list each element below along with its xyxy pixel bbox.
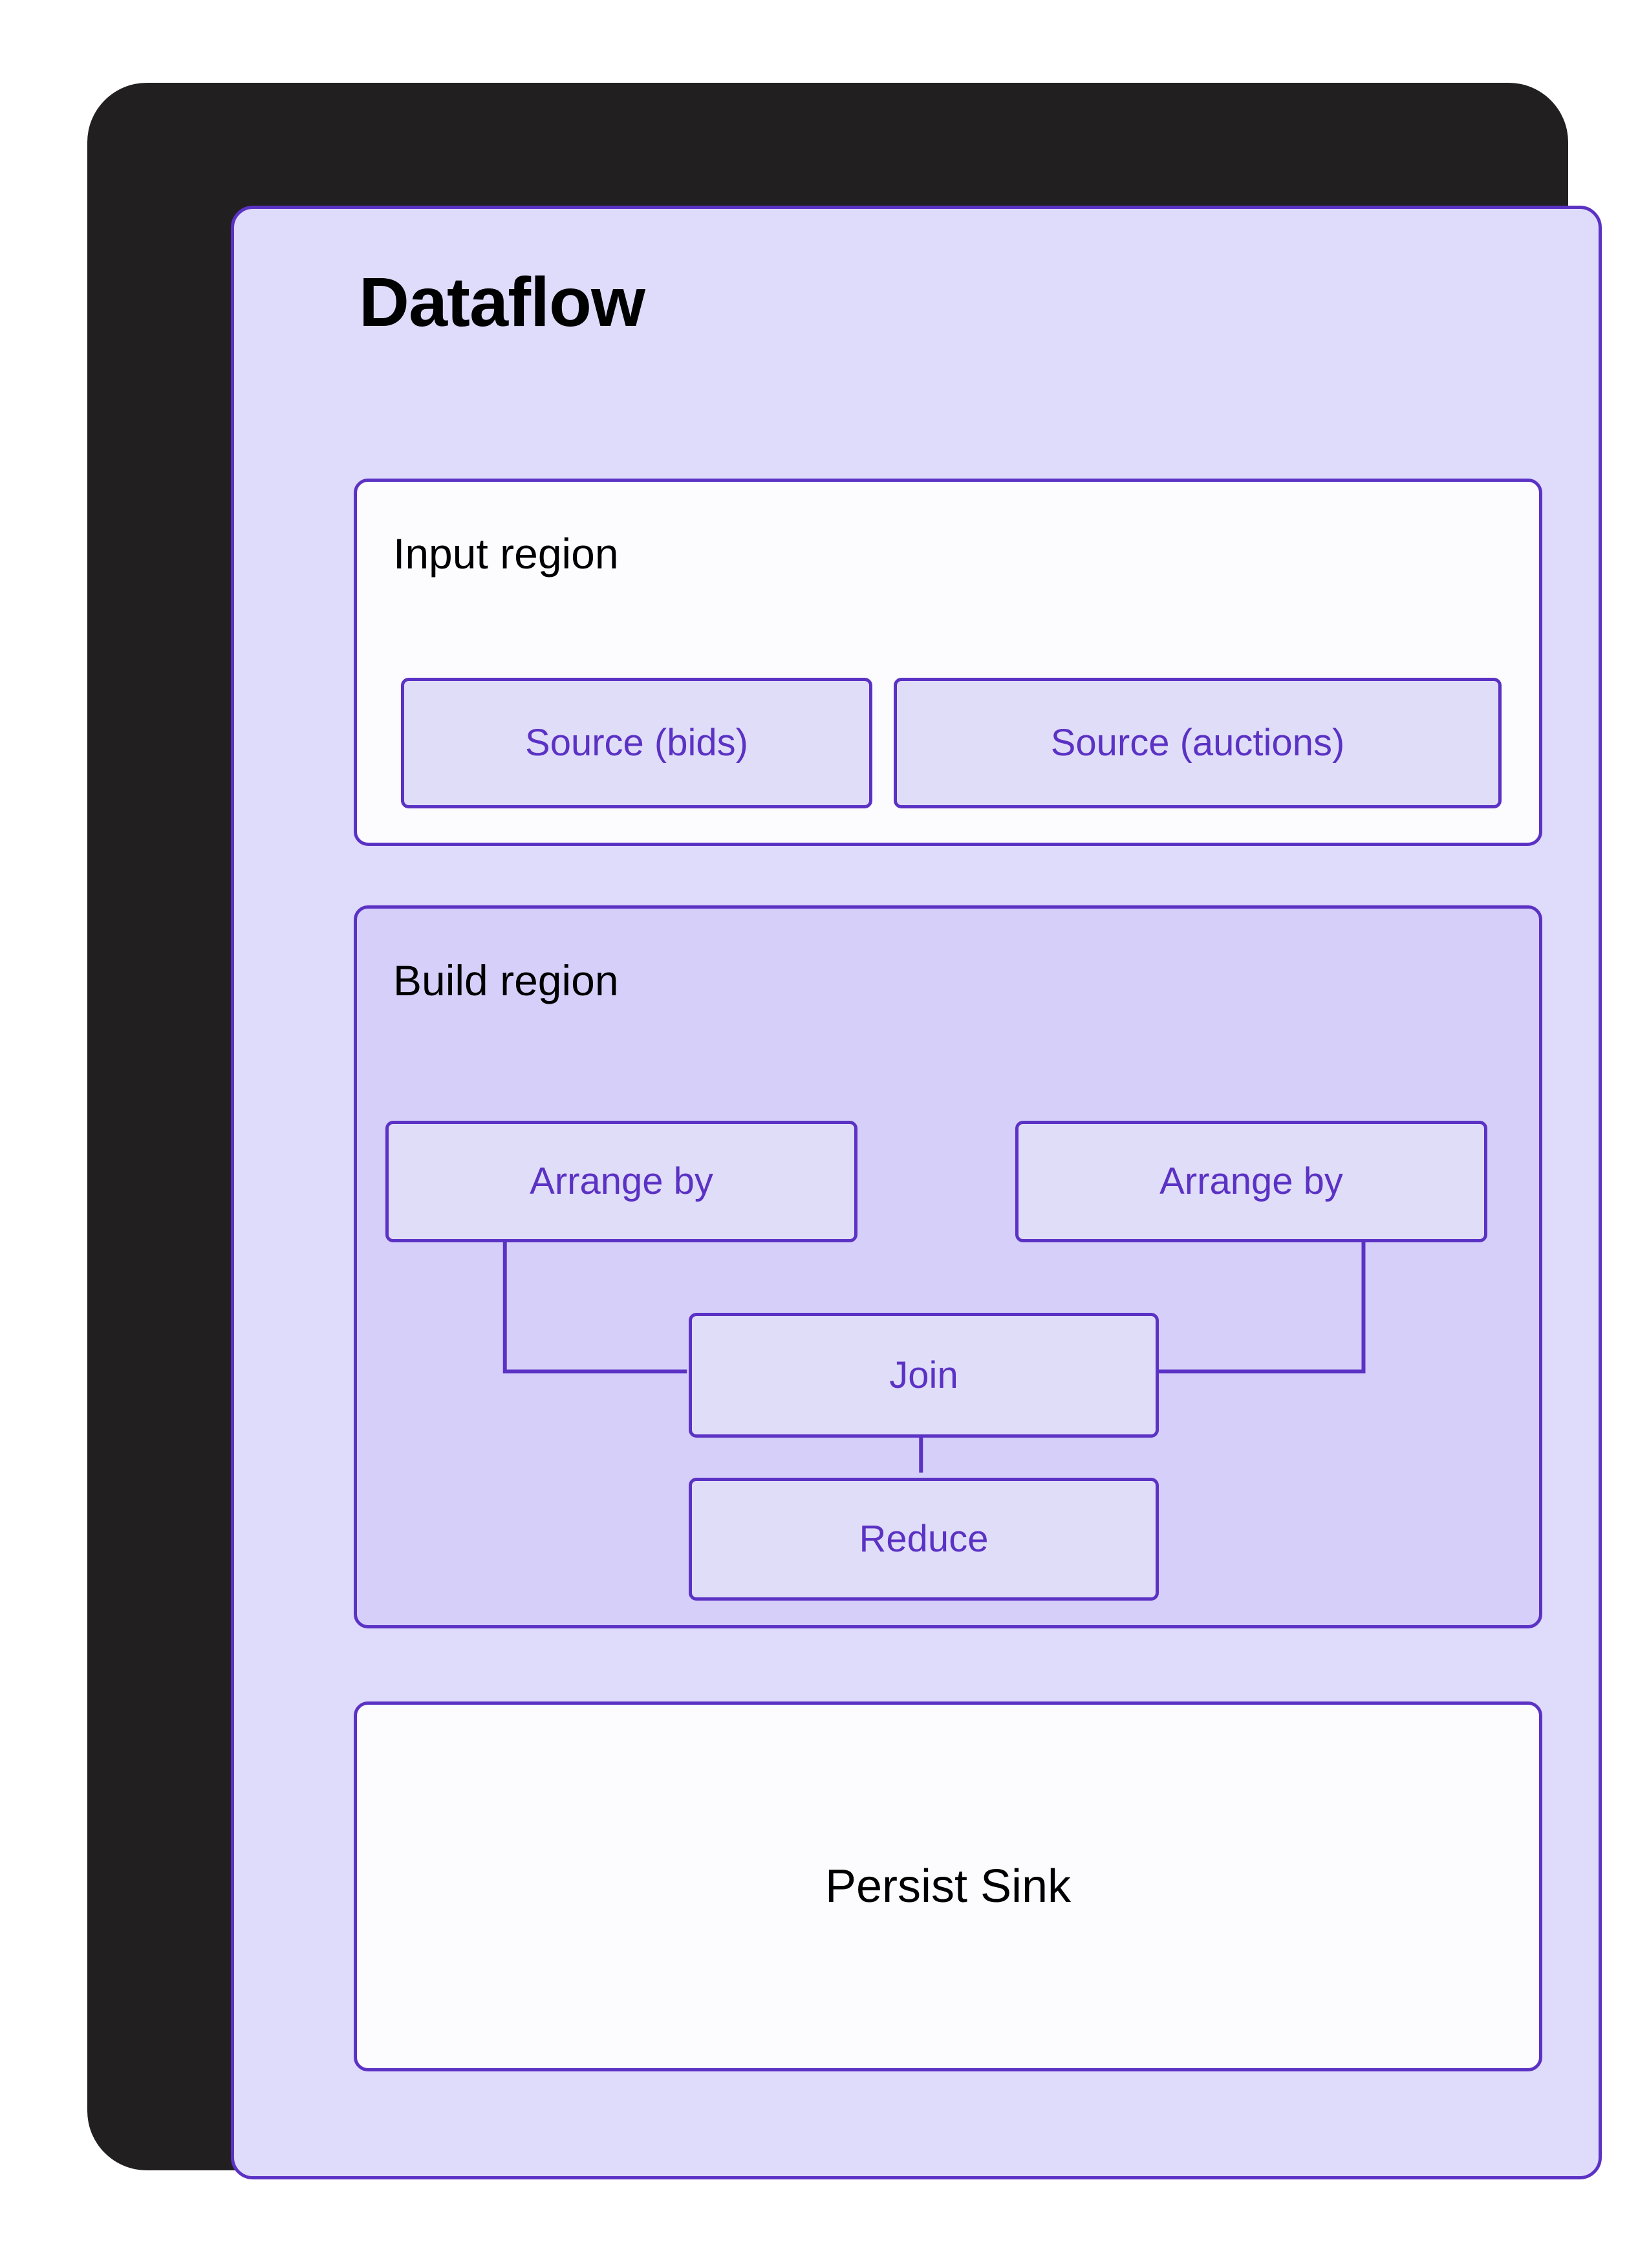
dataflow-title: Dataflow: [359, 263, 645, 341]
node-arrange-by-right[interactable]: Arrange by: [1015, 1121, 1487, 1242]
build-region-title: Build region: [393, 956, 619, 1004]
node-source-bids[interactable]: Source (bids): [401, 678, 872, 808]
node-reduce[interactable]: Reduce: [689, 1478, 1159, 1601]
edge-arrange-left-to-join: [502, 1239, 687, 1374]
node-arrange-by-left[interactable]: Arrange by: [385, 1121, 857, 1242]
input-region: Input region Source (bids) Source (aucti…: [354, 479, 1542, 846]
edge-arrange-right-to-join: [1154, 1239, 1366, 1374]
persist-sink-label: Persist Sink: [824, 1861, 1072, 1912]
device-frame: Dataflow Input region Source (bids) Sour…: [87, 83, 1602, 2179]
persist-sink-region: Persist Sink: [354, 1701, 1542, 2071]
node-source-auctions[interactable]: Source (auctions): [894, 678, 1502, 808]
build-region: Build region Arrange by Arrange by Join …: [354, 905, 1542, 1628]
input-region-title: Input region: [393, 530, 619, 578]
node-join[interactable]: Join: [689, 1313, 1159, 1438]
